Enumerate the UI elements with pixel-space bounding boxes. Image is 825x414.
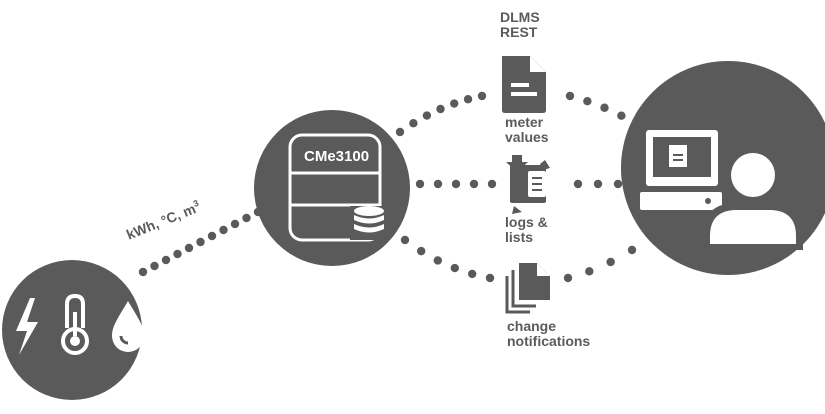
lightning-icon bbox=[16, 298, 38, 355]
protocol-label-rest: REST bbox=[500, 24, 538, 40]
connector-dot bbox=[463, 95, 473, 104]
connector-dot bbox=[450, 99, 459, 108]
connector-dot bbox=[593, 179, 603, 189]
logs-lists-label-line1: logs & bbox=[505, 214, 548, 230]
device-box-icon: CMe3100 bbox=[288, 133, 382, 242]
sensors-node bbox=[2, 260, 144, 400]
device-circle bbox=[254, 110, 410, 266]
document-icon bbox=[502, 56, 546, 113]
protocol-label-dlms: DLMS bbox=[500, 9, 540, 25]
connector-dot bbox=[585, 267, 594, 276]
logs-arrows-icon bbox=[506, 155, 550, 214]
connector-dot bbox=[477, 91, 487, 101]
thermometer-icon bbox=[61, 293, 89, 355]
stacked-documents-icon bbox=[505, 263, 550, 314]
connector-dot bbox=[606, 257, 615, 267]
connector-dot bbox=[433, 179, 443, 189]
person-icon bbox=[703, 147, 803, 250]
connector-dot bbox=[433, 256, 442, 265]
connector-dot bbox=[415, 179, 425, 189]
connector-dot bbox=[573, 179, 583, 189]
connector-dot bbox=[196, 237, 205, 247]
connector-dot bbox=[583, 96, 592, 106]
connector-dot bbox=[173, 249, 182, 259]
connector-dot bbox=[400, 235, 410, 245]
connector-dot bbox=[565, 91, 575, 101]
connector-dot bbox=[184, 243, 194, 253]
connector-dot bbox=[617, 111, 626, 120]
connector-dot bbox=[138, 267, 148, 277]
connector-dot bbox=[395, 127, 405, 137]
connector-dot bbox=[422, 111, 432, 120]
connector-dot bbox=[451, 179, 461, 189]
connector-dot bbox=[230, 219, 240, 229]
connector-dot bbox=[242, 213, 251, 223]
logs-lists-label-line2: lists bbox=[505, 229, 534, 245]
meter-values-label-line2: values bbox=[505, 129, 549, 145]
connector-dot bbox=[469, 179, 479, 189]
connector-dot bbox=[468, 269, 477, 279]
connector-dot bbox=[485, 273, 495, 283]
connector-dot bbox=[417, 246, 426, 256]
connector-dot bbox=[600, 103, 609, 112]
user-node bbox=[621, 61, 825, 275]
change-notifications-label-line1: change bbox=[507, 318, 557, 334]
change-notifications-label-line2: notifications bbox=[507, 333, 591, 349]
connector-dot bbox=[219, 225, 228, 235]
connector-dot bbox=[409, 119, 418, 128]
computer-monitor-icon bbox=[640, 130, 722, 210]
meter-values-label-line1: meter bbox=[505, 114, 544, 130]
connector-dot bbox=[487, 179, 497, 189]
connector-dot bbox=[613, 179, 623, 189]
connector-dot bbox=[563, 273, 573, 283]
connector-dot bbox=[627, 245, 637, 255]
water-drop-icon bbox=[112, 301, 144, 352]
connector-dot bbox=[207, 231, 217, 241]
connector-dot bbox=[161, 255, 171, 265]
connector-dot bbox=[436, 104, 445, 114]
connector-dot bbox=[150, 261, 159, 271]
device-label: CMe3100 bbox=[304, 148, 369, 165]
database-icon bbox=[350, 206, 388, 240]
connector-dot bbox=[450, 263, 459, 273]
device-node: CMe3100 bbox=[254, 110, 410, 266]
